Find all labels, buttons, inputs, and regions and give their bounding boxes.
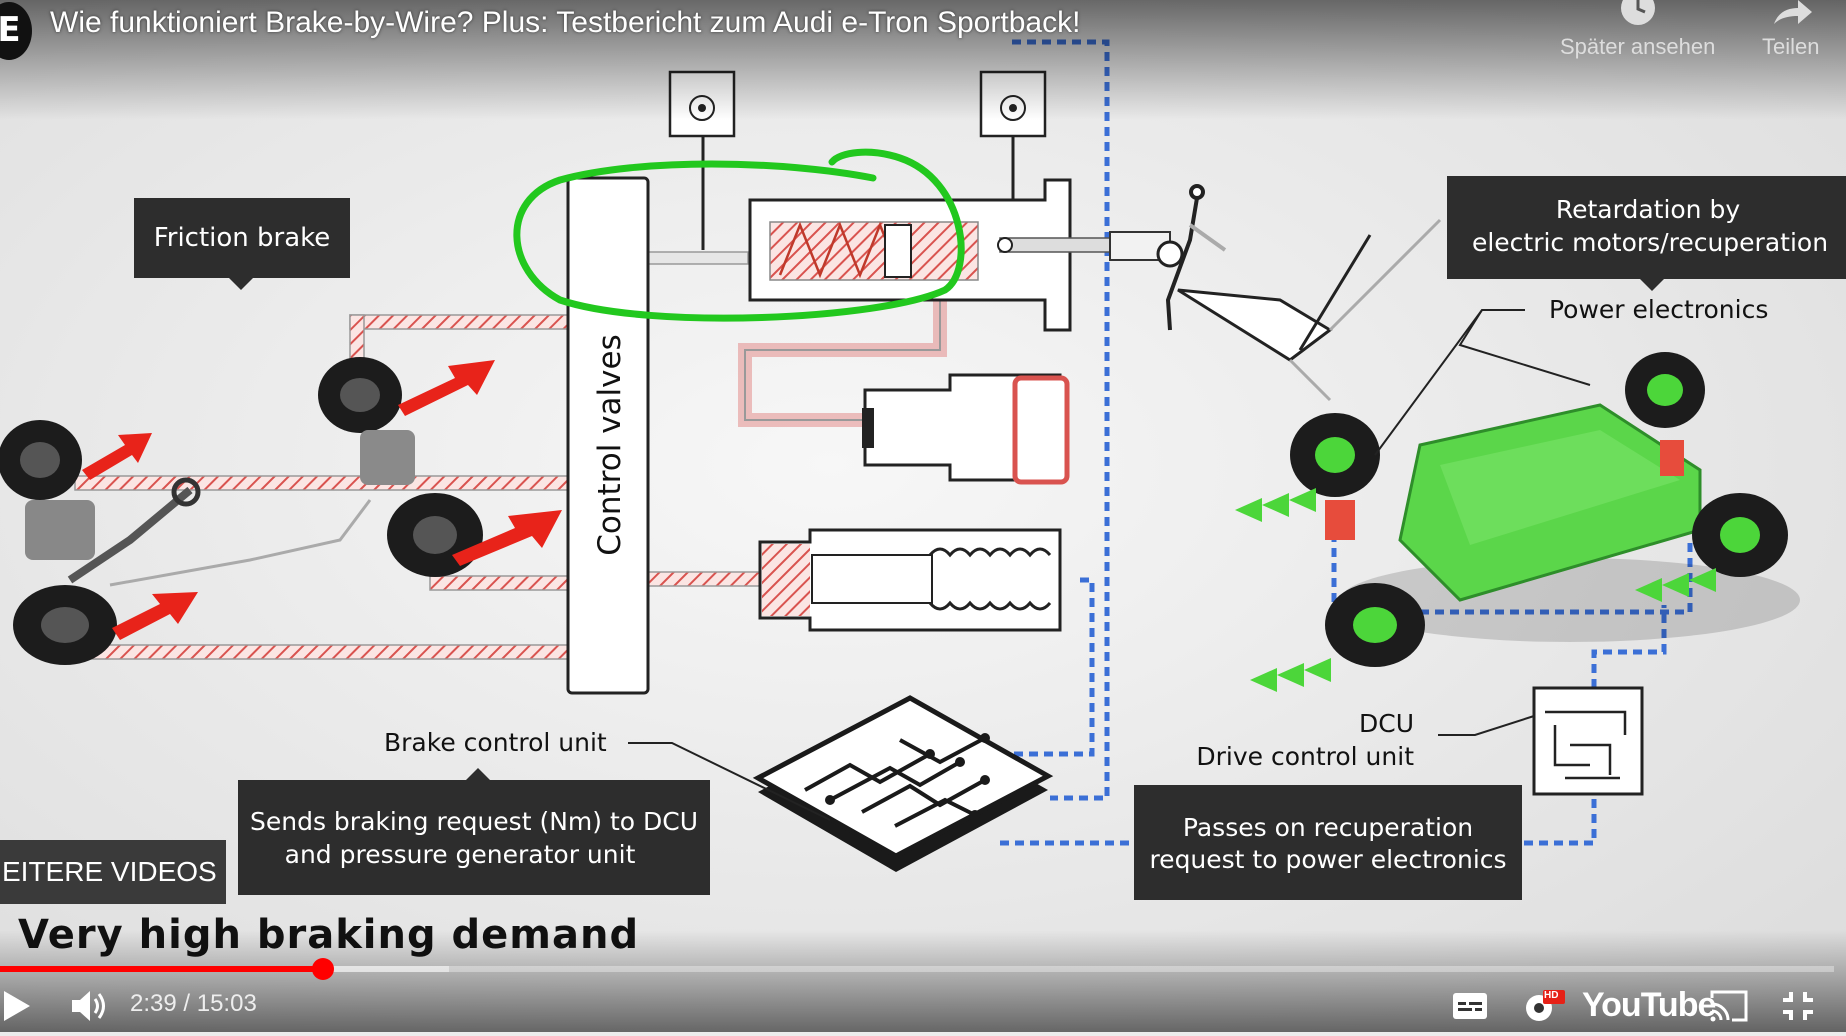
gear-icon	[1526, 990, 1565, 1021]
passes-on-line1: Passes on recuperation	[1183, 813, 1473, 842]
control-valves-block: Control valves	[566, 176, 650, 695]
youtube-logo[interactable]: YouTube	[1582, 986, 1716, 1024]
share-label: Teilen	[1762, 34, 1820, 59]
watch-later-button[interactable]: Später ansehen	[1560, 0, 1715, 60]
chassis-illustration-right	[1235, 352, 1800, 692]
dcu-label: DCU	[1359, 709, 1414, 738]
progress-bar[interactable]	[0, 958, 1834, 980]
settings-button[interactable]: HD	[1518, 984, 1568, 1028]
time-display: 2:39 / 15:03	[130, 990, 257, 1018]
sends-request-callout: Sends braking request (Nm) to DCU and pr…	[238, 768, 710, 895]
hydraulic-lines	[74, 251, 947, 660]
time-separator: /	[176, 990, 197, 1017]
play-icon	[4, 991, 30, 1021]
progress-played	[0, 966, 323, 972]
power-electronics-label: Power electronics	[1549, 295, 1768, 324]
share-button[interactable]: Teilen	[1762, 0, 1819, 60]
more-videos-button[interactable]: EITERE VIDEOS	[0, 840, 226, 904]
video-title[interactable]: Wie funktioniert Brake-by-Wire? Plus: Te…	[50, 6, 1081, 39]
play-button[interactable]	[0, 984, 34, 1028]
sends-request-line1: Sends braking request (Nm) to DCU	[250, 807, 698, 836]
green-annotation-circle	[513, 148, 965, 322]
brake-pedal	[1165, 184, 1442, 402]
brake-control-unit-label: Brake control unit	[384, 728, 607, 757]
dcu-leader	[1438, 715, 1535, 736]
retardation-callout: Retardation by electric motors/recuperat…	[1447, 176, 1846, 291]
sends-request-line2: and pressure generator unit	[285, 840, 636, 869]
hd-badge: HD	[1544, 990, 1559, 1001]
pedal-simulator	[758, 528, 1062, 632]
brake-control-unit-leader	[628, 742, 831, 821]
master-cylinder	[668, 70, 1184, 332]
cast-icon	[1710, 990, 1748, 1022]
current-time: 2:39	[130, 990, 177, 1017]
passes-on-callout: Passes on recuperation request to power …	[1134, 785, 1522, 900]
progress-scrubber-handle[interactable]	[311, 958, 334, 980]
retardation-label-line2: electric motors/recuperation	[1472, 228, 1828, 257]
exit-fullscreen-button[interactable]	[1776, 984, 1820, 1028]
pressure-generator	[862, 373, 1070, 485]
drive-control-unit-label: Drive control unit	[1196, 742, 1414, 771]
volume-icon	[72, 991, 105, 1021]
passes-on-line2: request to power electronics	[1149, 845, 1506, 874]
clock-icon	[1620, 0, 1655, 25]
friction-brake-callout: Friction brake	[134, 198, 350, 290]
friction-brake-label: Friction brake	[154, 223, 331, 253]
subtitles-icon	[1453, 993, 1487, 1019]
subtitles-button[interactable]	[1450, 984, 1490, 1028]
share-arrow-icon	[1773, 0, 1812, 24]
brake-control-unit-board	[752, 695, 1054, 872]
power-electronics-leaders	[1374, 309, 1591, 456]
dcu-icon	[1438, 686, 1644, 796]
watch-later-label: Später ansehen	[1560, 34, 1716, 59]
cast-button[interactable]	[1706, 984, 1750, 1028]
volume-button[interactable]	[68, 984, 112, 1028]
exit-fullscreen-icon	[1783, 992, 1813, 1020]
duration: 15:03	[196, 990, 257, 1017]
video-caption: Very high braking demand	[18, 912, 640, 958]
control-valves-label: Control valves	[592, 334, 628, 555]
retardation-label-line1: Retardation by	[1556, 195, 1740, 224]
brake-force-arrows	[82, 360, 562, 640]
